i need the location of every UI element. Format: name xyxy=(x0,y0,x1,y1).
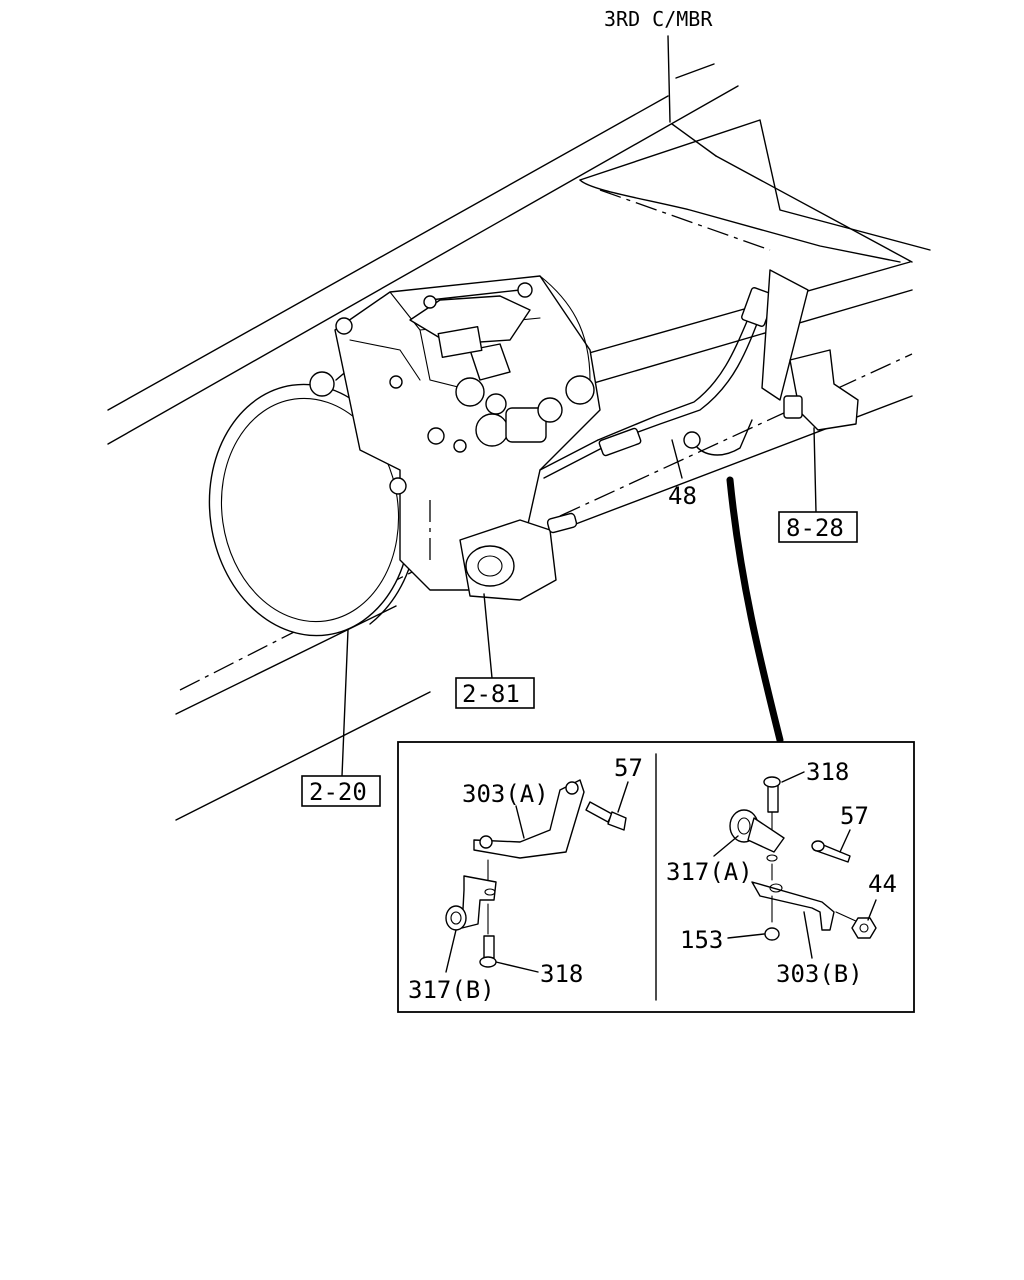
label-317b: 317(B) xyxy=(408,976,495,1004)
label-303a: 303(A) xyxy=(462,780,549,808)
frame-leader xyxy=(667,35,671,123)
leader-317a xyxy=(713,835,739,857)
label-318-right: 318 xyxy=(806,758,849,786)
leader-153 xyxy=(727,933,765,939)
detail-callout-arrow xyxy=(726,476,784,744)
leader-2-20 xyxy=(341,629,349,777)
leader-317b xyxy=(445,929,457,973)
detail-right xyxy=(729,776,877,941)
leader-318-left xyxy=(495,961,539,973)
transmission-assembly xyxy=(208,275,601,637)
frame-label: 3RD C/MBR xyxy=(604,7,713,31)
leader-8-28 xyxy=(813,427,817,513)
crossmember xyxy=(579,119,931,263)
label-153: 153 xyxy=(680,926,723,954)
ref-label-2-20: 2-20 xyxy=(309,778,367,806)
ref-box-2-20[interactable]: 2-20 xyxy=(301,775,381,807)
label-57-right: 57 xyxy=(840,802,869,830)
hose-48 xyxy=(539,269,809,479)
detail-left xyxy=(445,779,627,968)
leader-44 xyxy=(867,899,877,921)
label-318-left: 318 xyxy=(540,960,583,988)
label-57-left: 57 xyxy=(614,754,643,782)
label-317a: 317(A) xyxy=(666,858,753,886)
ref-box-2-81[interactable]: 2-81 xyxy=(455,677,535,709)
leader-318-right xyxy=(781,771,805,783)
leader-303a xyxy=(515,805,525,839)
leader-303b xyxy=(803,911,813,959)
leader-48 xyxy=(671,439,683,479)
ref-label-2-81: 2-81 xyxy=(462,680,520,708)
harness-bracket xyxy=(683,349,859,456)
label-48: 48 xyxy=(668,482,697,510)
leader-57-right xyxy=(839,829,851,853)
leader-2-81 xyxy=(483,593,493,679)
leader-57-left xyxy=(617,781,629,813)
label-44: 44 xyxy=(868,870,897,898)
label-303b: 303(B) xyxy=(776,960,863,988)
ref-box-8-28[interactable]: 8-28 xyxy=(778,511,858,543)
ref-label-8-28: 8-28 xyxy=(786,514,844,542)
